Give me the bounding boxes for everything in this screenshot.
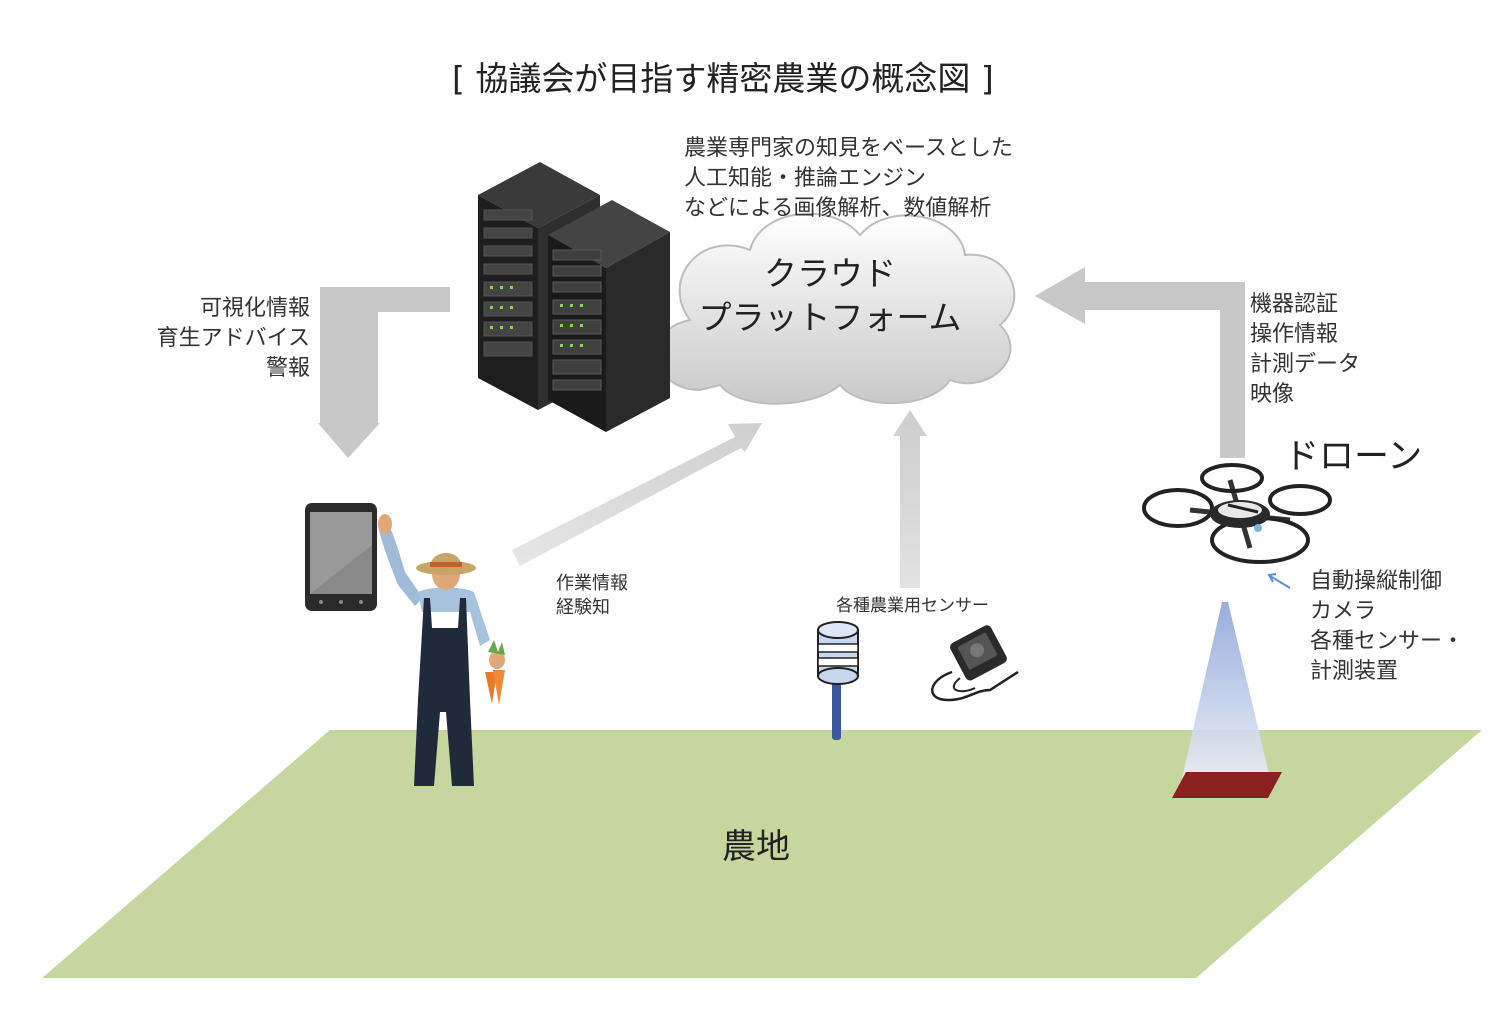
inbound-info-line: 計測データ — [1250, 352, 1361, 377]
handheld-sensor-icon — [931, 625, 1019, 702]
drone-feature-line: カメラ — [1310, 599, 1377, 624]
outbound-info-line: 警報 — [265, 356, 310, 381]
drone-feature-line: 各種センサー・ — [1310, 629, 1465, 654]
inbound-info-line: 機器認証 — [1250, 292, 1339, 317]
soil-sensor-icon — [817, 621, 859, 740]
outbound-info-line: 育生アドバイス — [156, 326, 310, 351]
farmland-label: 農地 — [722, 827, 790, 867]
ai-engine-line: 農業専門家の知見をベースとした — [684, 136, 1013, 161]
sensor-label: 各種農業用センサー — [836, 596, 989, 616]
sensor-arrow — [893, 410, 927, 588]
drone-feature-line: 計測装置 — [1310, 659, 1399, 684]
ai-engine-line: などによる画像解析、数値解析 — [684, 196, 992, 221]
outbound-info-line: 可視化情報 — [199, 296, 310, 321]
work-info-text: 作業情報 経験知 — [556, 572, 628, 620]
outbound-info-text: 可視化情報 育生アドバイス 警報 — [120, 294, 310, 384]
drone-scan-beam — [1172, 602, 1282, 798]
farmer-icon — [378, 514, 505, 786]
ai-engine-text: 農業専門家の知見をベースとした 人工知能・推論エンジン などによる画像解析、数値… — [684, 134, 1013, 224]
inbound-info-line: 操作情報 — [1250, 322, 1339, 347]
cloud-platform-label: クラウド プラットフォーム — [680, 252, 980, 340]
outbound-arrow — [318, 287, 450, 458]
farmland-field — [42, 730, 1482, 978]
drone-feature-line: 自動操縦制御 — [1310, 569, 1443, 594]
inbound-info-text: 機器認証 操作情報 計測データ 映像 — [1250, 290, 1360, 410]
drone-icon — [1142, 463, 1332, 564]
drone-features-text: 自動操縦制御 カメラ 各種センサー・ 計測装置 — [1310, 567, 1464, 687]
work-info-line: 作業情報 — [556, 573, 628, 594]
tablet-icon — [305, 503, 377, 611]
work-info-line: 経験知 — [556, 597, 610, 618]
cloud-label-line: クラウド — [764, 254, 896, 293]
inbound-info-line: 映像 — [1250, 382, 1295, 407]
drone-label: ドローン — [1284, 437, 1423, 477]
cloud-icon — [656, 212, 1016, 405]
work-info-arrow — [512, 423, 762, 566]
cloud-label-line: プラットフォーム — [698, 298, 962, 337]
server-rack-icon — [478, 162, 670, 432]
drone-pointer-arrow — [1267, 573, 1291, 589]
inbound-arrow — [1035, 267, 1245, 458]
diagram-title: [ 協議会が目指す精密農業の概念図 ] — [452, 59, 994, 98]
ai-engine-line: 人工知能・推論エンジン — [684, 166, 927, 191]
